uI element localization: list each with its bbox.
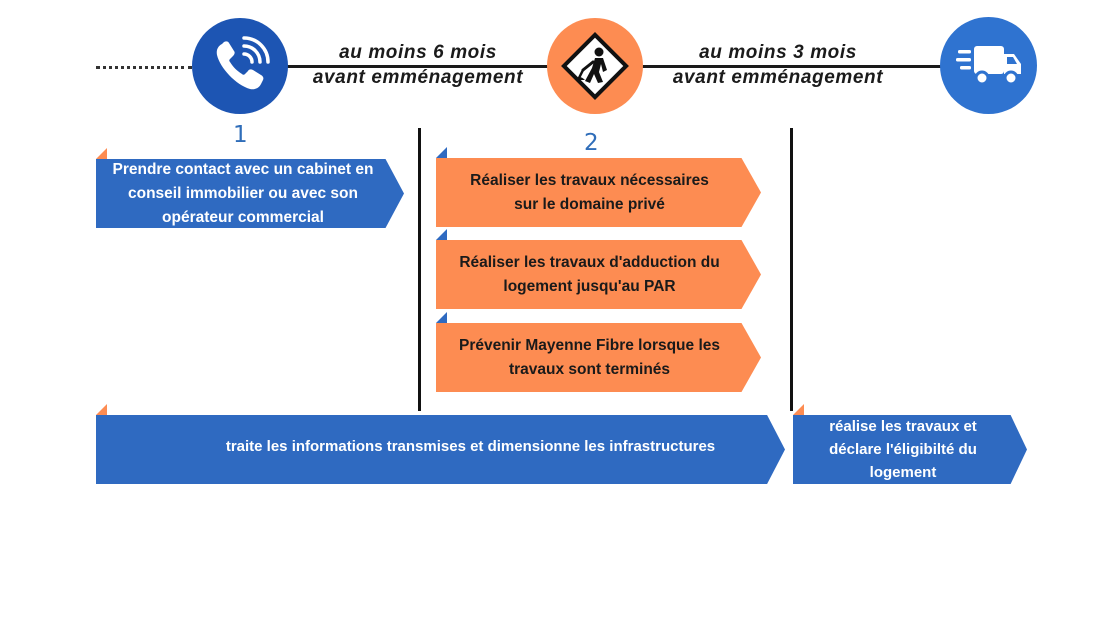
timeline-segment-1 xyxy=(285,65,551,68)
road-work-icon xyxy=(561,32,629,100)
timing-label-2: au moins 3 mois avant emménagement xyxy=(652,40,904,90)
eligibility-text: réalise les travaux et déclare l'éligibi… xyxy=(829,418,977,481)
timing-2-line-2: avant emménagement xyxy=(672,67,884,88)
timing-1-line-2: avant emménagement xyxy=(312,67,524,88)
adduction-works-box: Réaliser les travaux d'adduction du loge… xyxy=(436,240,761,309)
separator-2 xyxy=(790,128,793,411)
separator-1 xyxy=(418,128,421,411)
box-corner xyxy=(96,148,107,159)
box-corner xyxy=(436,229,447,240)
truck-circle xyxy=(940,17,1037,114)
notify-box: Prévenir Mayenne Fibre lorsque les trava… xyxy=(436,323,761,392)
process-info-box: traite les informations transmises et di… xyxy=(96,415,785,484)
box-corner xyxy=(436,312,447,323)
step-number-2: 2 xyxy=(584,130,599,156)
contact-step-box: Prendre contact avec un cabinet en conse… xyxy=(96,159,404,228)
box-corner xyxy=(436,147,447,158)
private-works-box: Réaliser les travaux nécessaires sur le … xyxy=(436,158,761,227)
delivery-truck-icon xyxy=(955,45,1021,85)
box-corner xyxy=(793,404,804,415)
step-number-1: 1 xyxy=(233,122,248,148)
private-works-text: Réaliser les travaux nécessaires sur le … xyxy=(470,171,709,213)
process-info-text: traite les informations transmises et di… xyxy=(225,437,716,455)
timing-1-line-1: au moins 6 mois xyxy=(339,42,497,63)
roadwork-circle xyxy=(547,18,643,114)
contact-step-text: Prendre contact avec un cabinet en conse… xyxy=(112,160,374,226)
timeline-segment-2 xyxy=(640,65,945,68)
phone-circle xyxy=(192,18,288,114)
box-corner xyxy=(96,404,107,415)
phone-icon xyxy=(216,36,270,90)
notify-text: Prévenir Mayenne Fibre lorsque les trava… xyxy=(458,336,721,378)
adduction-works-text: Réaliser les travaux d'adduction du loge… xyxy=(459,253,720,295)
timeline-dotted-line xyxy=(96,66,192,69)
timing-label-1: au moins 6 mois avant emménagement xyxy=(292,40,544,90)
timing-2-line-1: au moins 3 mois xyxy=(699,42,857,63)
eligibility-box: réalise les travaux et déclare l'éligibi… xyxy=(793,415,1027,484)
